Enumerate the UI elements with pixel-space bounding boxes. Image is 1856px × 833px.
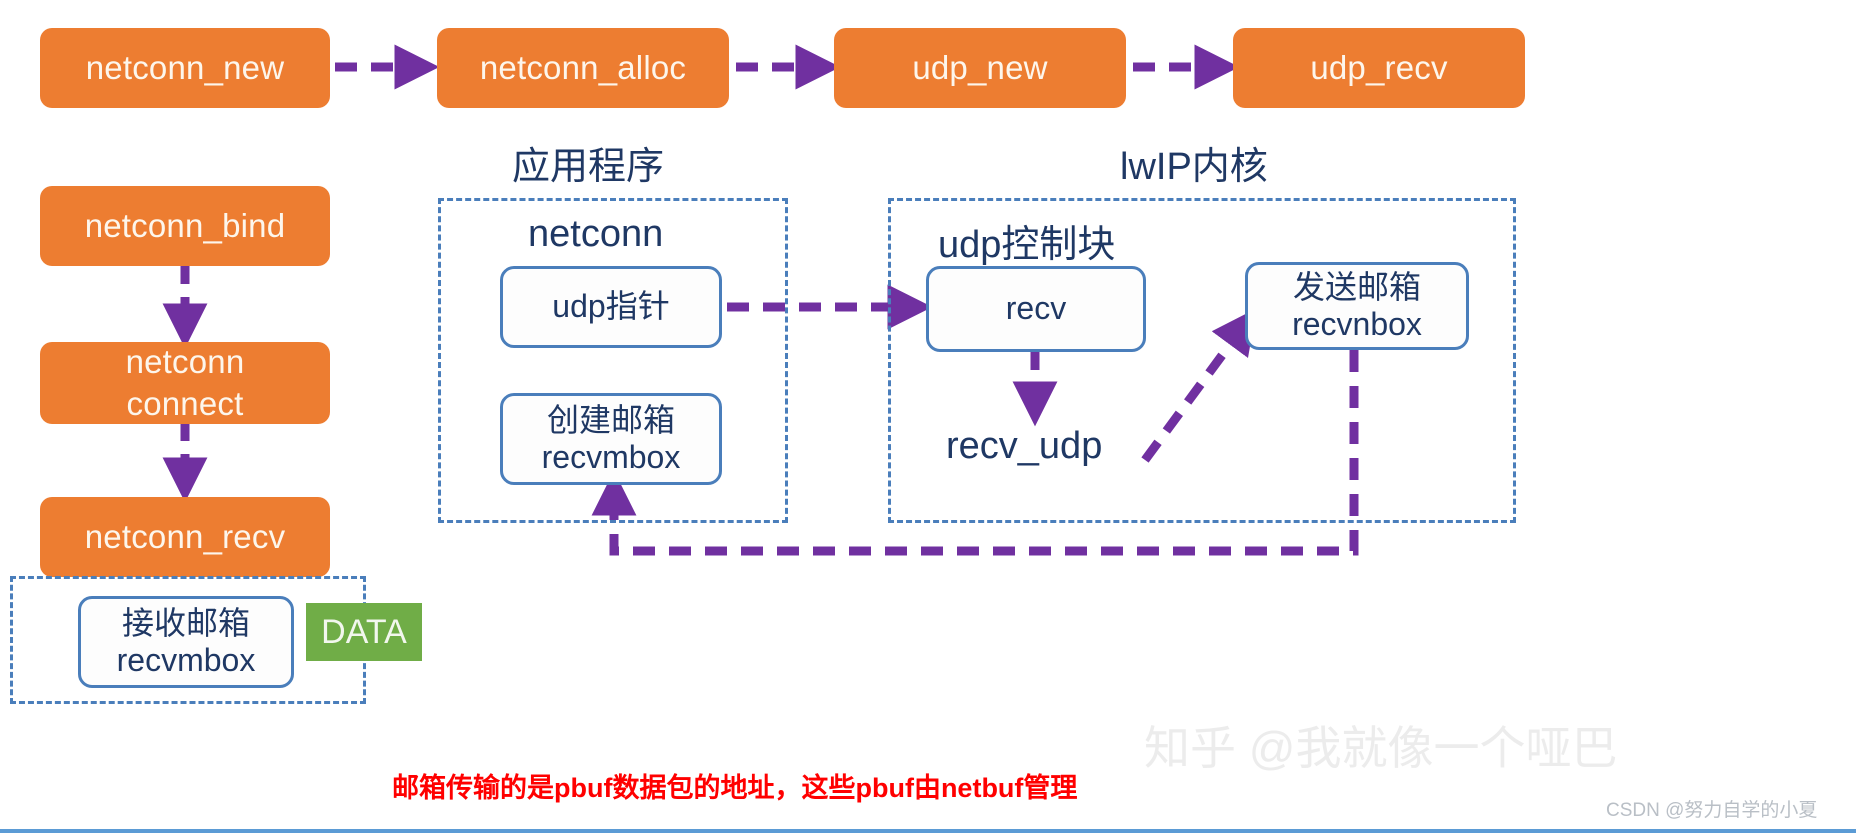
box-udp-new-label: udp_new: [912, 48, 1048, 86]
data-chip-label: DATA: [321, 612, 407, 651]
kernel-group-box: [888, 198, 1516, 523]
box-send-mailbox-line2: recvnbox: [1292, 306, 1422, 342]
kernel-group-title: lwIP内核: [1120, 146, 1268, 188]
box-recv-line1: recv: [1005, 290, 1067, 327]
box-netconn-bind[interactable]: netconn_bind: [40, 186, 330, 266]
bottom-rule: [0, 829, 1856, 833]
box-create-mailbox-line1: 创建邮箱: [546, 401, 675, 438]
box-netconn-recv[interactable]: netconn_recv: [40, 497, 330, 577]
udp-control-block-label: udp控制块: [938, 224, 1116, 266]
box-netconn-alloc-label: netconn_alloc: [479, 48, 687, 86]
app-group-box: [438, 198, 788, 523]
box-netconn-new[interactable]: netconn_new: [40, 28, 330, 108]
red-caption: 邮箱传输的是pbuf数据包的地址，这些pbuf由netbuf管理: [392, 773, 1078, 803]
box-netconn-connect-label-line2: connect: [126, 385, 244, 422]
app-group-title: 应用程序: [512, 146, 665, 188]
box-create-mailbox-line2: recvmbox: [541, 439, 681, 475]
box-netconn-recv-label: netconn_recv: [84, 517, 286, 555]
box-recv[interactable]: recv: [926, 266, 1146, 352]
data-chip: DATA: [306, 603, 422, 661]
box-udp-recv-label: udp_recv: [1310, 48, 1448, 86]
box-send-mailbox[interactable]: 发送邮箱 recvnbox: [1245, 262, 1469, 350]
box-udp-new[interactable]: udp_new: [834, 28, 1126, 108]
box-recvmbox[interactable]: 接收邮箱 recvmbox: [78, 596, 294, 688]
zhihu-watermark: 知乎 @我就像一个哑巴: [1144, 722, 1618, 774]
box-netconn-connect-label-line1: netconn: [125, 342, 245, 380]
box-udp-pointer[interactable]: udp指针: [500, 266, 722, 348]
netconn-struct-label: netconn: [528, 213, 664, 255]
box-netconn-alloc[interactable]: netconn_alloc: [437, 28, 729, 108]
box-create-mailbox[interactable]: 创建邮箱 recvmbox: [500, 393, 722, 485]
box-udp-recv[interactable]: udp_recv: [1233, 28, 1525, 108]
box-netconn-bind-label: netconn_bind: [84, 206, 286, 244]
box-udp-pointer-line1: udp指针: [552, 288, 670, 325]
box-recvmbox-line2: recvmbox: [116, 642, 256, 678]
csdn-watermark: CSDN @努力自学的小夏: [1606, 800, 1818, 821]
box-netconn-new-label: netconn_new: [85, 48, 285, 86]
box-send-mailbox-line1: 发送邮箱: [1292, 268, 1421, 305]
recv-udp-label: recv_udp: [946, 425, 1103, 467]
box-recvmbox-line1: 接收邮箱: [121, 604, 250, 641]
box-netconn-connect[interactable]: netconn connect: [40, 342, 330, 424]
